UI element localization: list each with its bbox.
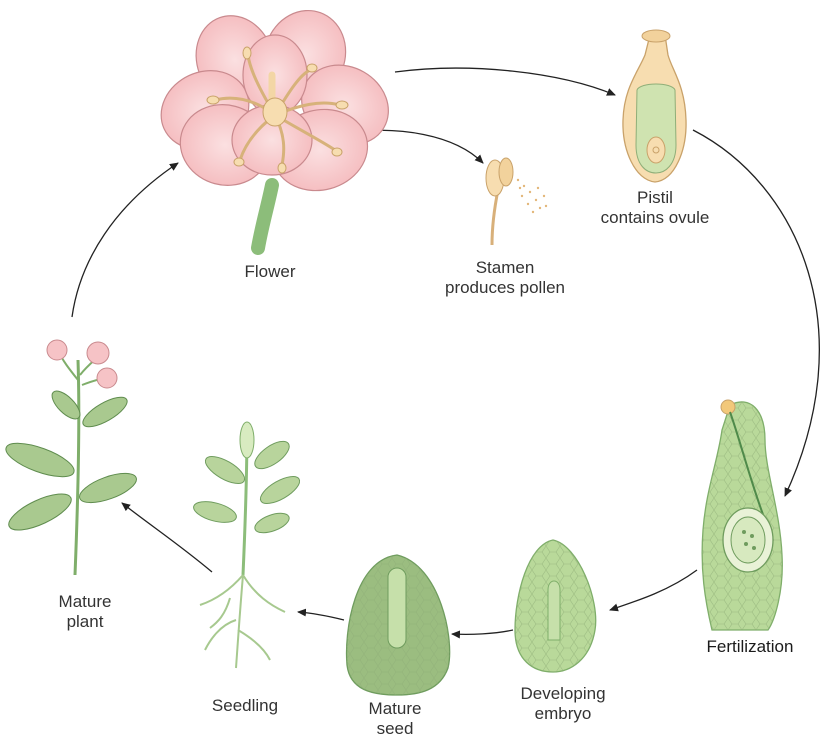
- mature-seed-illustration: [347, 555, 450, 695]
- label-mature-seed: Mature seed: [345, 699, 445, 739]
- flower-stem: [258, 185, 272, 248]
- stamen-illustration: [486, 158, 547, 245]
- developing-embryo-illustration: [515, 540, 596, 672]
- label-mature-plant: Mature plant: [35, 592, 135, 632]
- arrow-plant-to-flower: [72, 163, 178, 317]
- label-pistil: Pistil contains ovule: [580, 188, 730, 228]
- arrow-fertilization-to-embryo: [610, 570, 697, 610]
- label-stamen: Stamen produces pollen: [425, 258, 585, 298]
- label-developing-embryo: Developing embryo: [498, 684, 628, 724]
- label-flower: Flower: [215, 262, 325, 282]
- label-fertilization: Fertilization: [680, 637, 820, 657]
- arrow-embryo-to-seed: [452, 630, 513, 634]
- seedling-illustration: [191, 422, 303, 668]
- arrow-flower-to-pistil: [395, 68, 615, 95]
- flower-illustration: [148, 0, 403, 248]
- arrow-seed-to-seedling: [298, 612, 344, 620]
- pistil-illustration: [623, 30, 686, 182]
- label-seedling: Seedling: [190, 696, 300, 716]
- fertilization-illustration: [702, 400, 782, 630]
- mature-plant-illustration: [2, 340, 140, 575]
